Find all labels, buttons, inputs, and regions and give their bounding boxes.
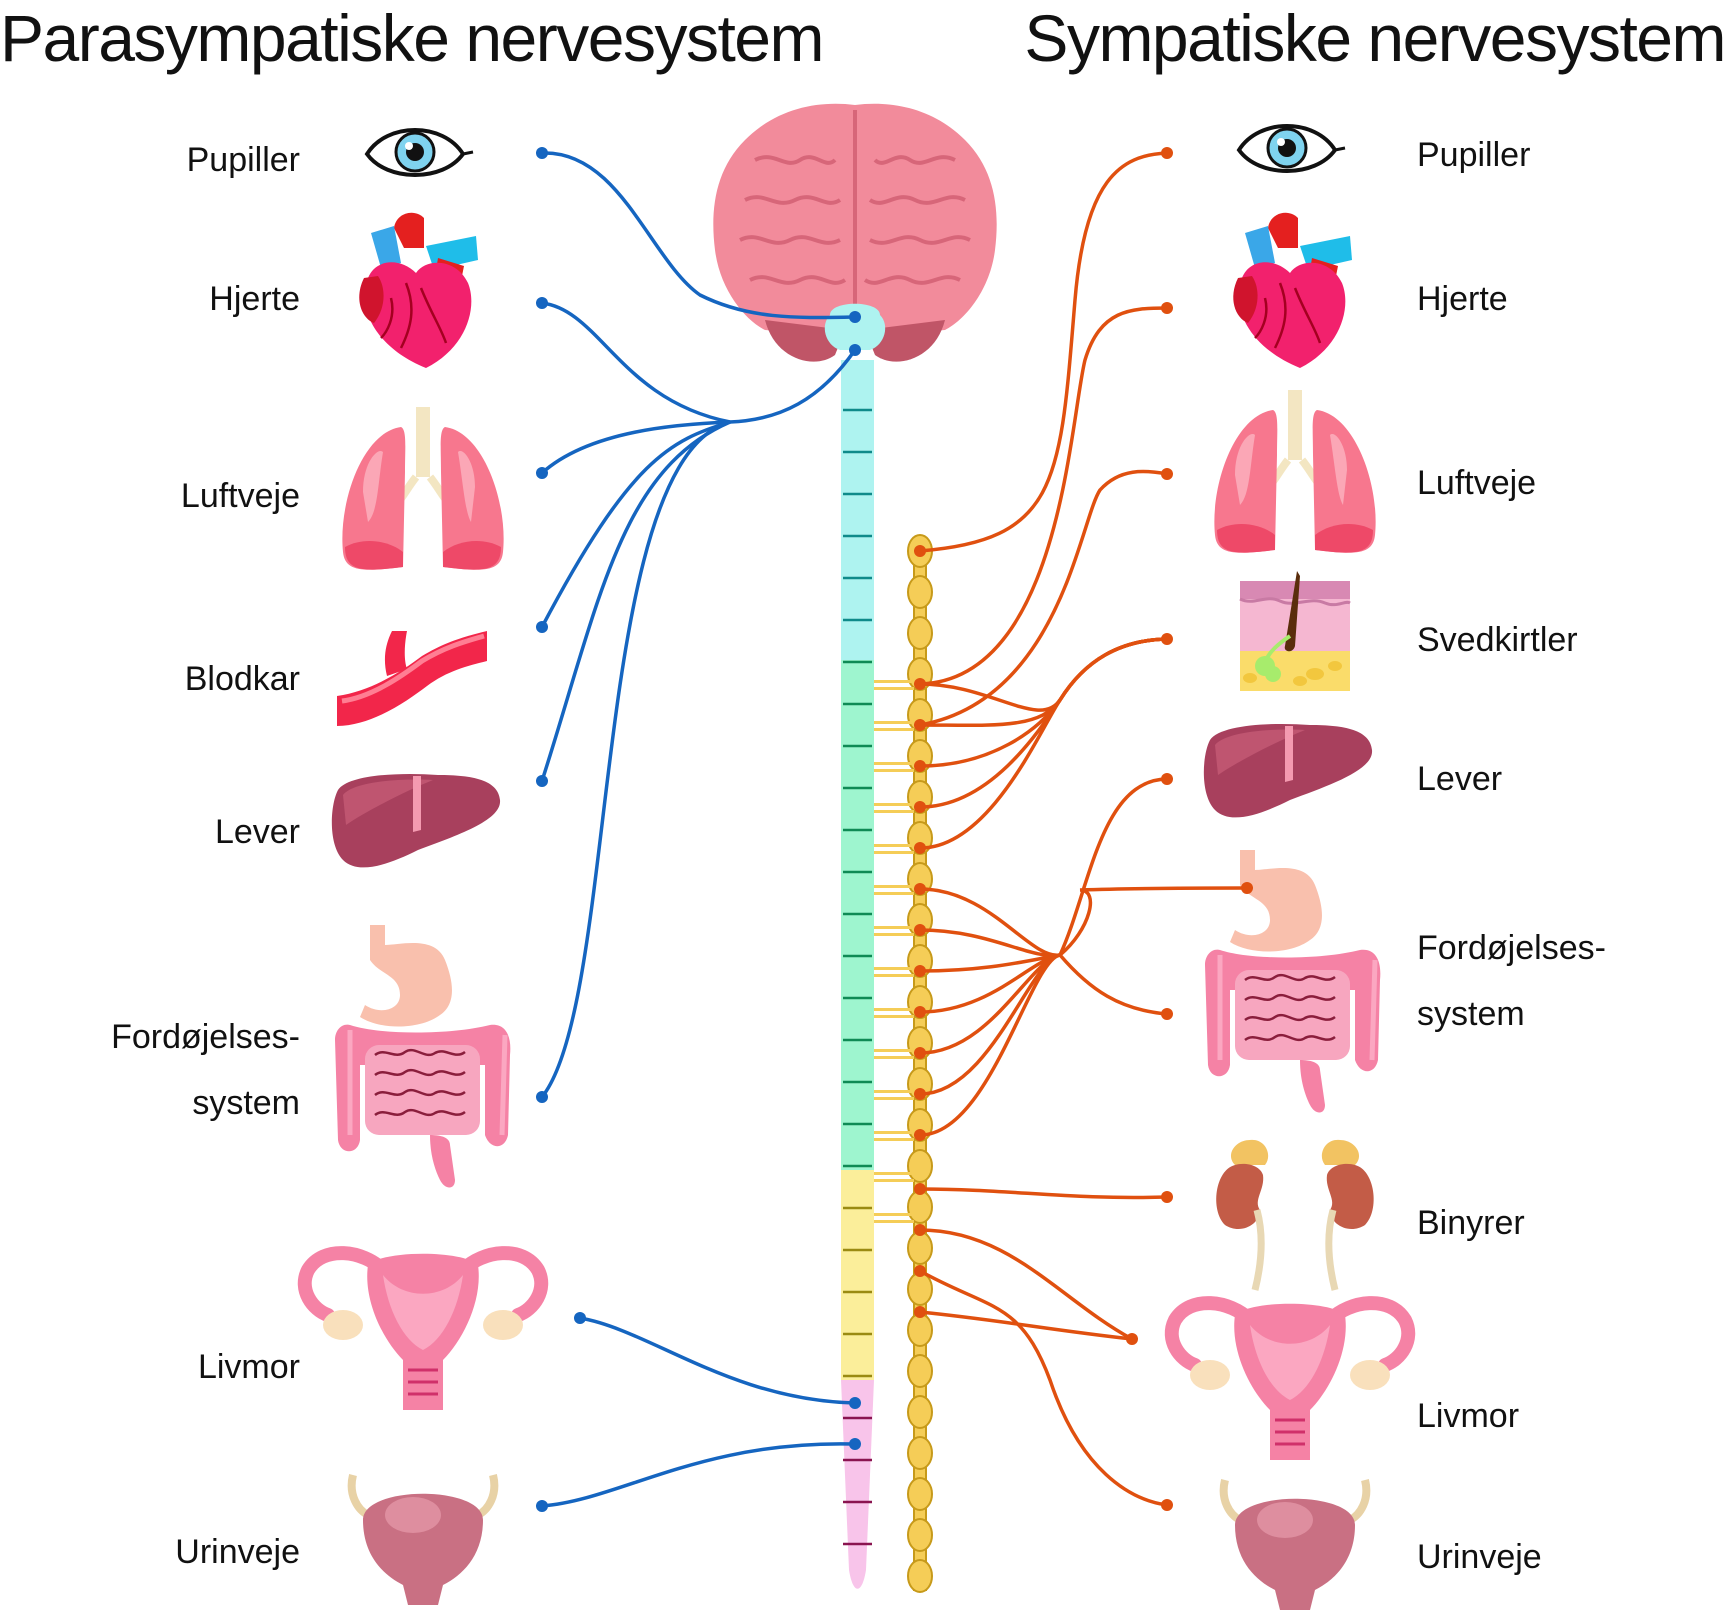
eye-icon bbox=[1237, 124, 1347, 173]
parasympathetic-endpoints bbox=[536, 147, 861, 1512]
parasympathetic-connections bbox=[540, 151, 857, 1508]
label-digestive-left-1: Fordøjelses- bbox=[111, 1018, 300, 1056]
label-blood-vessels-left: Blodkar bbox=[184, 660, 300, 698]
label-airways-left: Luftveje bbox=[180, 477, 300, 515]
label-uterus-left: Livmor bbox=[197, 1348, 300, 1386]
sympathetic-connections bbox=[919, 151, 1248, 1507]
label-uterus-right: Livmor bbox=[1417, 1397, 1520, 1435]
bladder-icon bbox=[1224, 1480, 1367, 1610]
label-sweat-glands-right: Svedkirtler bbox=[1417, 621, 1578, 659]
uterus-icon bbox=[305, 1253, 541, 1410]
label-digestive-right-2: system bbox=[1417, 995, 1525, 1033]
label-adrenals-right: Binyrer bbox=[1417, 1204, 1525, 1242]
liver-icon bbox=[1203, 723, 1373, 818]
liver-icon bbox=[331, 773, 501, 868]
label-urinary-right: Urinveje bbox=[1417, 1538, 1542, 1576]
label-heart-left: Hjerte bbox=[209, 280, 300, 318]
label-airways-right: Luftveje bbox=[1417, 464, 1537, 502]
sympathetic-title: Sympatiske nervesystem bbox=[1024, 1, 1725, 75]
sympathetic-endpoints bbox=[914, 147, 1253, 1511]
heart-icon bbox=[1232, 211, 1354, 370]
sympathetic-chain-icon bbox=[874, 534, 933, 1593]
label-liver-left: Lever bbox=[214, 813, 300, 851]
blood-vessel-icon bbox=[337, 631, 487, 726]
label-digestive-right-1: Fordøjelses- bbox=[1417, 929, 1606, 967]
skin-sweat-gland-icon bbox=[1238, 569, 1352, 693]
adrenal-kidney-icon bbox=[1216, 1140, 1373, 1290]
label-heart-right: Hjerte bbox=[1417, 280, 1508, 318]
label-urinary-left: Urinveje bbox=[175, 1533, 300, 1571]
lungs-icon bbox=[1214, 390, 1375, 553]
label-digestive-left-2: system bbox=[192, 1084, 300, 1122]
parasympathetic-title: Parasympatiske nervesystem bbox=[0, 1, 824, 75]
bladder-icon bbox=[352, 1475, 495, 1605]
label-pupils-right: Pupiller bbox=[1417, 136, 1531, 174]
lungs-icon bbox=[342, 407, 503, 570]
spinal-cord-icon bbox=[841, 360, 874, 1589]
label-liver-right: Lever bbox=[1417, 760, 1503, 798]
heart-icon bbox=[358, 211, 480, 370]
uterus-icon bbox=[1172, 1303, 1408, 1460]
digestive-system-icon bbox=[335, 925, 510, 1188]
label-pupils-left: Pupiller bbox=[186, 141, 300, 179]
eye-icon bbox=[365, 128, 475, 177]
